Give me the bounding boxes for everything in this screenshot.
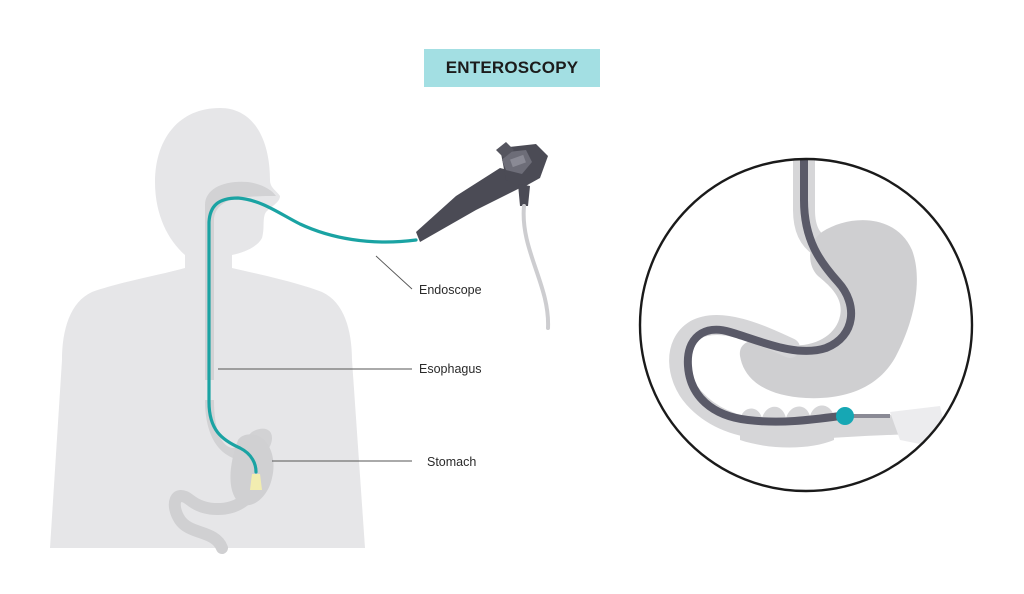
closeup-balloon [836,407,854,425]
umbilical-cable [521,204,551,330]
label-stomach: Stomach [427,455,477,469]
stomach-closeup-icon [640,159,972,491]
closeup-duodenum [669,314,940,441]
body-duodenum [168,490,251,554]
device-cap [496,142,514,158]
diagram-title: ENTEROSCOPY [445,58,579,77]
endoscope-pointer [375,255,413,290]
scope-tip-light [250,474,262,490]
title-banner: ENTEROSCOPY [424,49,600,87]
body-stomach-bulk [230,434,274,506]
zoom-circle-border [638,157,974,493]
oral-cavity [205,181,276,380]
device-knob-detail [510,154,526,168]
label-esophagus: Esophagus [419,362,482,376]
endoscope-device-icon [416,142,548,242]
label-endoscope: Endoscope [419,283,482,297]
device-insertion-body [416,168,520,242]
endoscope-tube [207,196,418,474]
device-connector [518,184,530,206]
closeup-scope [683,159,856,426]
